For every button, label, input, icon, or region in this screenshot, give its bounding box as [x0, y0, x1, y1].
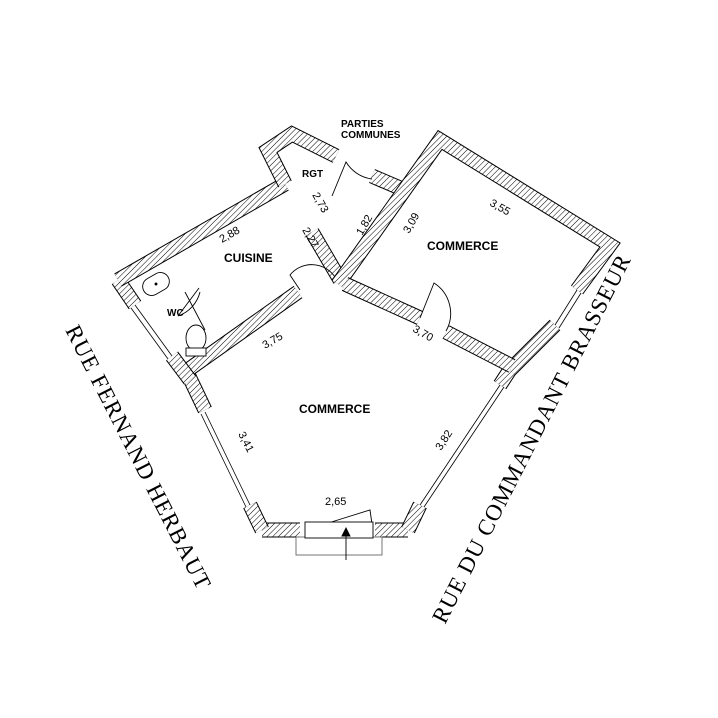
- wall-hatch: [259, 126, 339, 187]
- wall-hatch: [244, 502, 268, 533]
- wall-hatch: [181, 286, 302, 378]
- door-kitchen: [289, 264, 336, 291]
- label-commerce-main: COMMERCE: [299, 402, 370, 416]
- door-wc: [177, 287, 201, 317]
- toilet-icon: [185, 324, 207, 352]
- label-commerce-upper: COMMERCE: [427, 239, 498, 253]
- label-communes: COMMUNES: [341, 130, 401, 141]
- door-entrance: [324, 509, 373, 525]
- wall-hatch: [369, 170, 403, 194]
- label-rgt: RGT: [302, 169, 323, 180]
- dim-2-65: 2,65: [325, 496, 346, 508]
- entrance-step: [295, 521, 383, 560]
- door-rgt: [331, 161, 373, 197]
- wall-hatch: [306, 228, 346, 284]
- door-shop: [419, 282, 452, 332]
- dim-2-73: 2,73: [309, 191, 330, 216]
- street-rue-du-commandant-brasseur: RUE DU COMMANDANT BRASSEUR: [427, 250, 636, 627]
- wall-hatch: [166, 352, 196, 384]
- windows: [130, 289, 582, 508]
- wall-hatch: [342, 278, 423, 324]
- walls: [111, 125, 621, 538]
- dim-3-41: 3,41: [235, 430, 255, 455]
- wall-hatch: [402, 502, 426, 533]
- wc-fixtures: [142, 272, 207, 357]
- dim-3-70: 3,70: [411, 323, 436, 344]
- label-cuisine: CUISINE: [224, 251, 273, 265]
- wall-hatch: [505, 320, 560, 375]
- entrance-arrow-icon: [341, 526, 351, 537]
- dim-3-09: 3,09: [401, 211, 422, 236]
- wall-hatch: [332, 131, 620, 294]
- label-parties: PARTIES: [341, 119, 384, 130]
- dim-3-82: 3,82: [433, 428, 455, 453]
- doors: [177, 161, 452, 525]
- wall-hatch: [443, 326, 515, 372]
- wall-hatch: [114, 178, 289, 286]
- label-wc: WC: [167, 308, 184, 319]
- dim-3-75: 3,75: [261, 330, 286, 351]
- dim-3-55: 3,55: [488, 197, 513, 218]
